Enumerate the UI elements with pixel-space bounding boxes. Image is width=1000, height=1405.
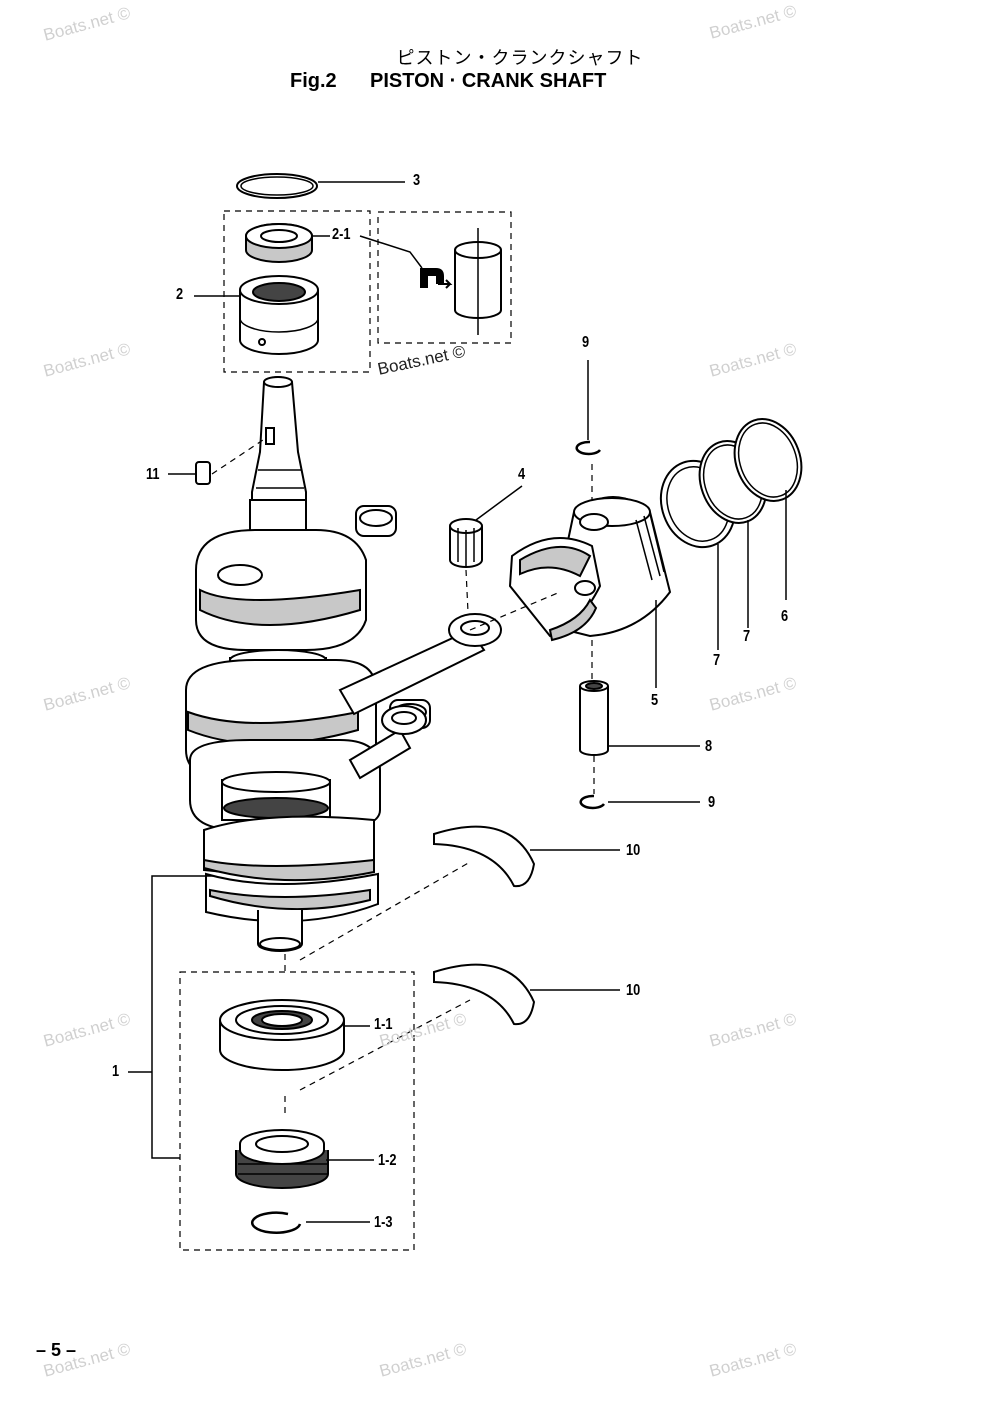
- crankshaft: [185, 376, 431, 952]
- callout-1-2: 1-2: [378, 1152, 397, 1169]
- callout-11: 11: [146, 466, 160, 483]
- callout-1: 1: [112, 1063, 120, 1080]
- part-9-clip-top: [575, 440, 602, 456]
- callout-10-b: 10: [626, 982, 641, 999]
- callout-2-1: 2-1: [332, 226, 351, 243]
- part-2-bushing: [239, 275, 319, 355]
- part-10-thrust-washer-b: [433, 963, 536, 1026]
- part-10-thrust-washer-a: [433, 825, 536, 888]
- callout-1-1: 1-1: [374, 1016, 393, 1033]
- part-8-piston-pin: [579, 680, 609, 756]
- callout-6: 6: [781, 608, 789, 625]
- callout-8: 8: [705, 738, 713, 755]
- part-1-3-circlip: [250, 1211, 302, 1234]
- callout-3: 3: [413, 172, 421, 189]
- callout-4: 4: [518, 466, 526, 483]
- page-number: – 5 –: [36, 1340, 77, 1360]
- part-1-2-seal-housing: [235, 1129, 329, 1189]
- leader-lines: [128, 181, 787, 1223]
- figure-number: Fig.2: [290, 70, 337, 92]
- callout-2: 2: [176, 286, 184, 303]
- callout-10-a: 10: [626, 842, 641, 859]
- leader-2-1-to-grease: [359, 235, 423, 269]
- grease-shaft-illustration: [454, 228, 502, 335]
- part-2-group-box: [223, 210, 371, 373]
- grease-note-box: [377, 211, 512, 344]
- callout-7-b: 7: [743, 628, 751, 645]
- part-9-clip-bottom: [579, 794, 606, 810]
- part-11-woodruff-key: [195, 461, 211, 485]
- title-japanese: ピストン・クランクシャフト: [396, 48, 644, 69]
- leader-4-dashed: [465, 569, 469, 613]
- connecting-rods: [338, 613, 502, 780]
- grease-icon: [420, 268, 453, 289]
- callout-9-bottom: 9: [708, 794, 716, 811]
- figure-name: PISTON · CRANK SHAFT: [370, 70, 607, 92]
- callout-9-top: 9: [582, 334, 590, 351]
- leader-rod-to-piston: [469, 591, 561, 631]
- part-1-group-box: [179, 971, 415, 1251]
- part-5-piston: [508, 496, 672, 642]
- part-2-1-seal: [245, 223, 313, 263]
- part-1-1-ball-bearing: [219, 999, 345, 1071]
- callout-1-3: 1-3: [374, 1214, 393, 1231]
- part-3-o-ring: [236, 173, 318, 199]
- callout-5: 5: [651, 692, 659, 709]
- part-6-piston-ring: [733, 418, 803, 502]
- part-4-needle-bearing: [449, 518, 483, 568]
- callout-7-a: 7: [713, 652, 721, 669]
